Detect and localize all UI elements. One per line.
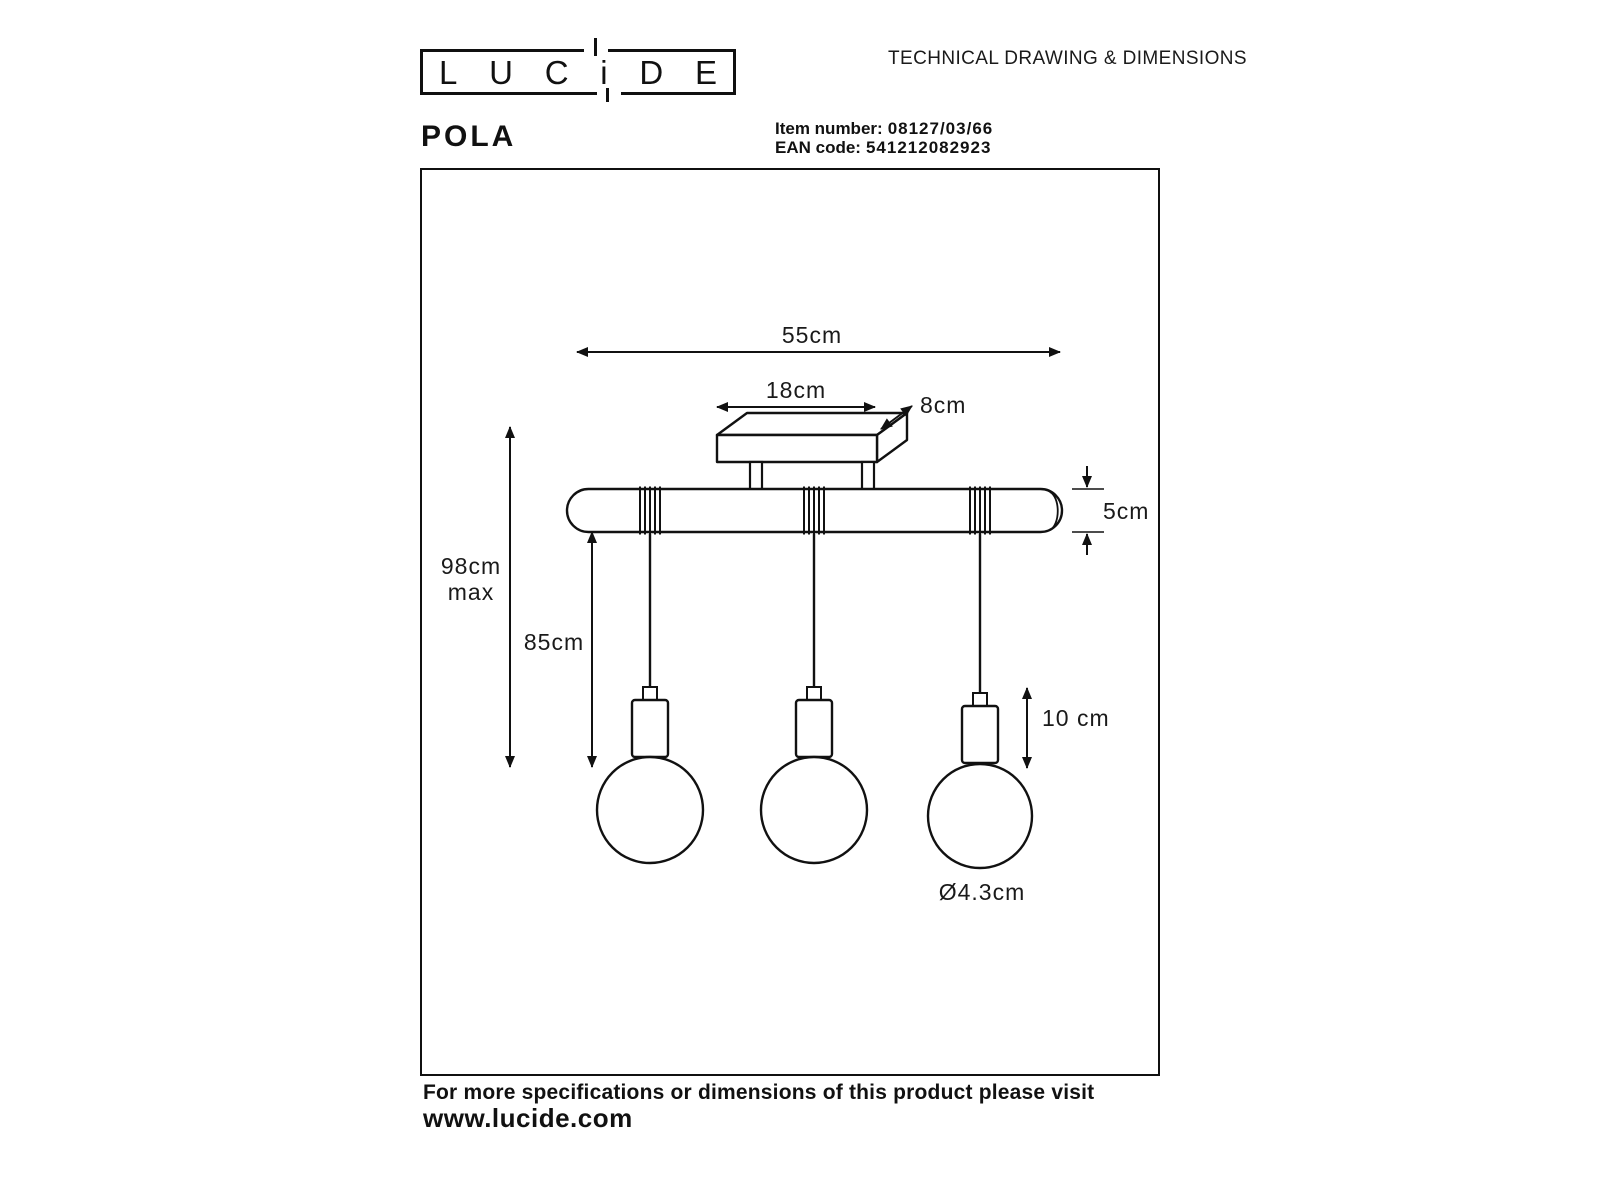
socket-cap: [972, 692, 988, 707]
globe-bulb: [595, 755, 705, 865]
globe-bulb: [759, 755, 869, 865]
dim-bulb-diameter-label: Ø4.3cm: [939, 879, 1026, 905]
logo-letter-i: i: [600, 53, 608, 91]
dim-bulb-diameter: Ø4.3cm: [939, 879, 1026, 905]
dim-total-width-label: 55cm: [782, 322, 842, 348]
socket-cap: [806, 686, 822, 701]
footer-note: For more specifications or dimensions of…: [423, 1081, 1095, 1104]
dim-bar-height: 5cm: [1072, 466, 1149, 555]
logo-descender: [605, 88, 609, 102]
ean-row: EAN code:541212082923: [775, 138, 993, 157]
logo-letter-e: E: [694, 53, 717, 91]
logo-letter-l: L: [439, 53, 458, 91]
product-name: POLA: [421, 120, 517, 153]
dim-plate-width: 18cm: [716, 377, 876, 412]
ean-label: EAN code:: [775, 138, 861, 157]
drawing-frame: 55cm 18cm 8cm 98cm max 85cm: [420, 168, 1160, 1076]
dim-plate-depth: 8cm: [880, 392, 966, 430]
dim-socket-height: 10 cm: [1022, 687, 1110, 769]
footer-website: www.lucide.com: [423, 1103, 633, 1133]
cord-wrap-2: [803, 486, 825, 535]
dim-bar-height-label: 5cm: [1103, 498, 1149, 524]
dim-plate-depth-label: 8cm: [920, 392, 966, 418]
socket-body: [794, 698, 834, 759]
cord-wrap-1: [639, 486, 661, 535]
document-title: TECHNICAL DRAWING & DIMENSIONS: [888, 48, 1247, 69]
ean-value: 541212082923: [865, 138, 992, 157]
dim-socket-height-label: 10 cm: [1042, 705, 1110, 731]
pendant-2: [759, 534, 869, 865]
dim-total-width: 55cm: [576, 322, 1061, 357]
lucide-logo: L U C i D E: [420, 38, 736, 102]
bar-end-cap: [1049, 491, 1059, 531]
item-info-block: Item number:08127/03/66 EAN code:5412120…: [775, 119, 993, 157]
logo-letter-d: D: [639, 53, 664, 91]
logo-letter-c: C: [544, 53, 569, 91]
ceiling-plate: [715, 411, 909, 464]
dim-max-height-label: 98cm: [441, 553, 501, 579]
item-number-value: 08127/03/66: [887, 119, 994, 138]
dim-cord-length-label: 85cm: [524, 629, 584, 655]
dim-cord-length: 85cm: [524, 531, 597, 768]
socket-body: [630, 698, 670, 759]
logo-i-dot-accent: [593, 38, 597, 56]
technical-drawing: 55cm 18cm 8cm 98cm max 85cm: [441, 322, 1149, 905]
socket-body: [960, 704, 1000, 765]
item-number-row: Item number:08127/03/66: [775, 119, 993, 138]
cord-wrap-3: [969, 486, 991, 535]
pendant-1: [595, 534, 705, 865]
globe-bulb: [926, 762, 1034, 870]
socket-cap: [642, 686, 658, 701]
item-number-label: Item number:: [775, 119, 883, 138]
logo-letter-u: U: [489, 53, 513, 91]
mounting-stems: [748, 460, 876, 492]
pendant-3: [926, 534, 1034, 870]
dim-max-height-suffix: max: [448, 579, 494, 605]
dim-max-height: 98cm max: [441, 426, 515, 768]
dim-plate-width-label: 18cm: [766, 377, 826, 403]
